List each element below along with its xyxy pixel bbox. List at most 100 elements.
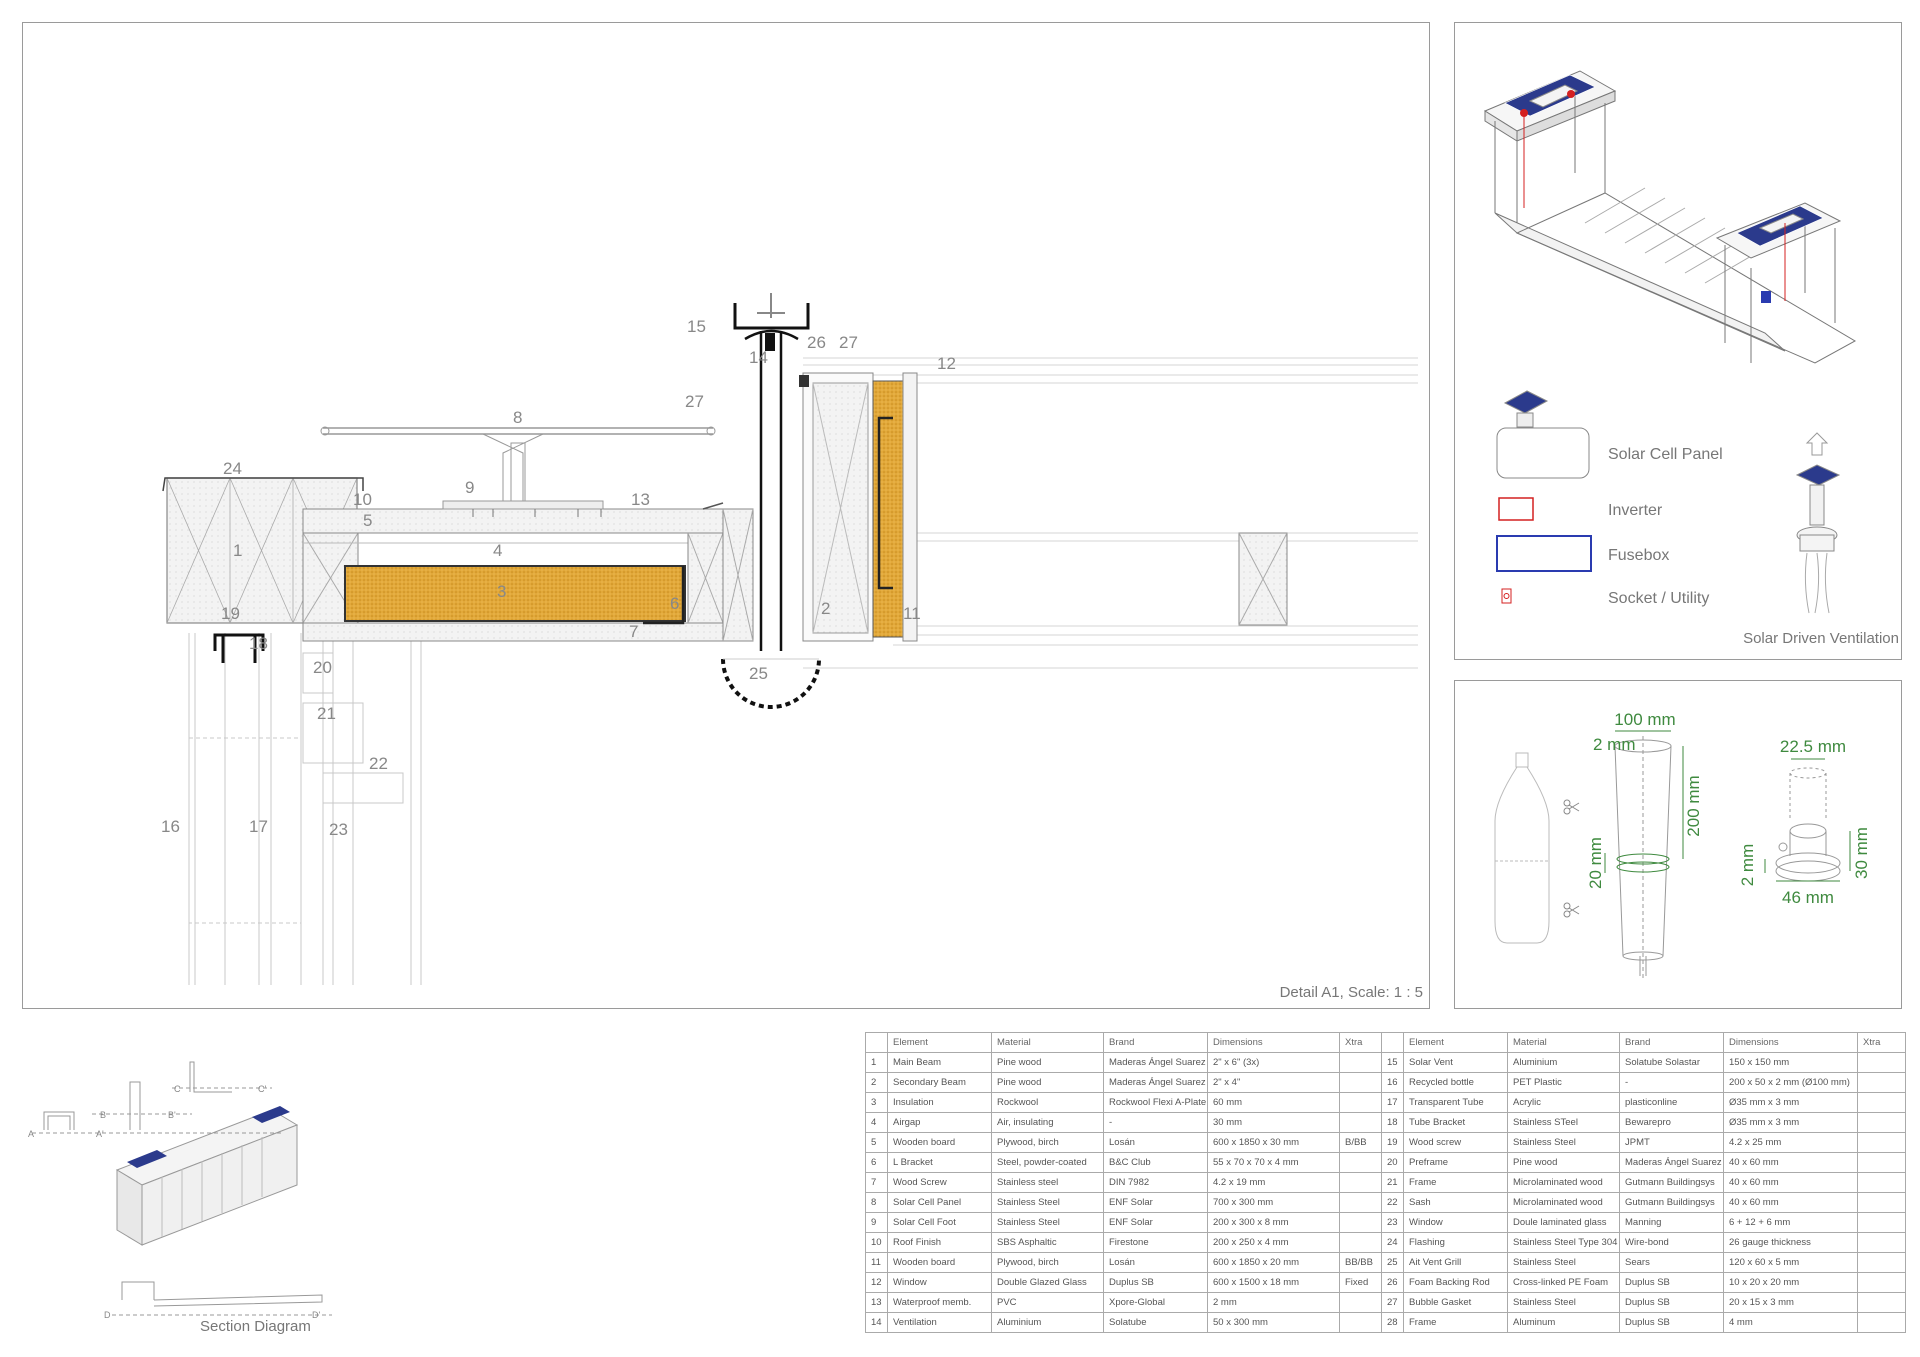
table-header-cell: Brand xyxy=(1103,1032,1208,1053)
table-cell: BB/BB xyxy=(1339,1252,1382,1273)
table-cell: plasticonline xyxy=(1619,1092,1724,1113)
table-cell: 150 x 150 mm xyxy=(1723,1052,1858,1073)
label-10: 10 xyxy=(353,490,372,509)
table-cell: 40 x 60 mm xyxy=(1723,1192,1858,1213)
label-25: 25 xyxy=(749,664,768,683)
table-cell: Transparent Tube xyxy=(1403,1092,1508,1113)
table-cell: SBS Asphaltic xyxy=(991,1232,1104,1253)
table-cell: Aluminum xyxy=(1507,1312,1620,1333)
table-cell: 4 xyxy=(865,1112,888,1133)
table-cell xyxy=(1339,1152,1382,1173)
table-cell: Aluminium xyxy=(1507,1052,1620,1073)
table-cell: 21 xyxy=(1381,1172,1404,1193)
label-5: 5 xyxy=(363,511,372,530)
lower-frame-lines xyxy=(188,633,422,985)
table-header-cell xyxy=(865,1032,888,1053)
cut-d: D xyxy=(104,1310,111,1320)
fusebox-symbol xyxy=(1496,535,1592,572)
table-cell: DIN 7982 xyxy=(1103,1172,1208,1193)
table-cell: Pine wood xyxy=(991,1052,1104,1073)
table-cell: Solatube xyxy=(1103,1312,1208,1333)
table-cell: 10 x 20 x 20 mm xyxy=(1723,1272,1858,1293)
table-cell: 4.2 x 25 mm xyxy=(1723,1132,1858,1153)
table-cell: Double Glazed Glass xyxy=(991,1272,1104,1293)
legend-inverter: Inverter xyxy=(1608,502,1663,519)
table-cell: 12 xyxy=(865,1272,888,1293)
dim-100mm: 100 mm xyxy=(1614,710,1675,729)
table-cell: 10 xyxy=(865,1232,888,1253)
label-7: 7 xyxy=(629,622,638,641)
label-27b: 27 xyxy=(685,392,704,411)
table-cell: Wooden board xyxy=(887,1252,992,1273)
table-cell: Preframe xyxy=(1403,1152,1508,1173)
tube-bracket xyxy=(213,633,265,663)
table-cell xyxy=(1857,1312,1906,1333)
label-16: 16 xyxy=(161,817,180,836)
table-cell: 26 gauge thickness xyxy=(1723,1232,1858,1253)
table-cell xyxy=(1339,1052,1382,1073)
table-cell: Losán xyxy=(1103,1252,1208,1273)
table-cell: Foam Backing Rod xyxy=(1403,1272,1508,1293)
table-cell: Flashing xyxy=(1403,1232,1508,1253)
label-17: 17 xyxy=(249,817,268,836)
legend-socket: Socket / Utility xyxy=(1608,590,1709,607)
table-cell xyxy=(1857,1272,1906,1293)
label-27a: 27 xyxy=(839,333,858,352)
table-cell: Window xyxy=(887,1272,992,1293)
table-cell: 16 xyxy=(1381,1072,1404,1093)
table-cell: Solar Cell Panel xyxy=(887,1192,992,1213)
table-cell xyxy=(1857,1112,1906,1133)
table-cell: Ventilation xyxy=(887,1312,992,1333)
section-panels xyxy=(127,1106,290,1168)
table-cell: Duplus SB xyxy=(1619,1292,1724,1313)
label-9: 9 xyxy=(465,478,474,497)
solar-isometric-drawing: Solar Cell Panel Inverter Fusebox Socket… xyxy=(1483,70,1899,647)
cut-a: A xyxy=(28,1129,34,1139)
table-header-cell: Brand xyxy=(1619,1032,1724,1053)
table-cell: Rockwool xyxy=(991,1092,1104,1113)
label-6: 6 xyxy=(670,594,679,613)
table-cell: Acrylic xyxy=(1507,1092,1620,1113)
table-cell xyxy=(1857,1232,1906,1253)
legend-labels: Solar Cell Panel Inverter Fusebox Socket… xyxy=(1608,446,1723,607)
table-cell xyxy=(1339,1112,1382,1133)
solar-vent-small-icon xyxy=(1503,390,1549,428)
table-cell: Insulation xyxy=(887,1092,992,1113)
table-cell: ENF Solar xyxy=(1103,1212,1208,1233)
table-cell xyxy=(1857,1292,1906,1313)
table-header-cell xyxy=(1381,1032,1404,1053)
table-cell: - xyxy=(1619,1072,1724,1093)
tube-icon xyxy=(1614,736,1672,981)
label-1: 1 xyxy=(233,541,242,560)
table-cell xyxy=(1339,1192,1382,1213)
table-cell: Manning xyxy=(1619,1212,1724,1233)
table-cell: 1 xyxy=(865,1052,888,1073)
window-lines xyxy=(803,357,1418,669)
table-cell: Window xyxy=(1403,1212,1508,1233)
table-header-cell: Dimensions xyxy=(1723,1032,1858,1053)
table-cell: 6 + 12 + 6 mm xyxy=(1723,1212,1858,1233)
label-14: 14 xyxy=(749,348,768,367)
table-cell: 23 xyxy=(1381,1212,1404,1233)
table-cell xyxy=(1339,1312,1382,1333)
table-cell xyxy=(1339,1072,1382,1093)
table-cell xyxy=(1857,1172,1906,1193)
table-cell: 200 x 300 x 8 mm xyxy=(1207,1212,1340,1233)
table-cell: Sears xyxy=(1619,1252,1724,1273)
dimension-labels: 100 mm 2 mm 200 mm 20 mm 22.5 mm 2 mm 30… xyxy=(1586,710,1871,907)
label-4: 4 xyxy=(493,541,502,560)
table-cell xyxy=(1339,1292,1382,1313)
inverter-symbol xyxy=(1498,497,1534,521)
table-cell: Stainless Steel xyxy=(1507,1292,1620,1313)
detail-caption: Detail A1, Scale: 1 : 5 xyxy=(1280,984,1423,1001)
table-cell: Stainless steel xyxy=(991,1172,1104,1193)
table-cell: 18 xyxy=(1381,1112,1404,1133)
table-cell: 27 xyxy=(1381,1292,1404,1313)
ventilation-arrow-icon xyxy=(1805,432,1829,456)
bottle-icon xyxy=(1494,752,1550,944)
